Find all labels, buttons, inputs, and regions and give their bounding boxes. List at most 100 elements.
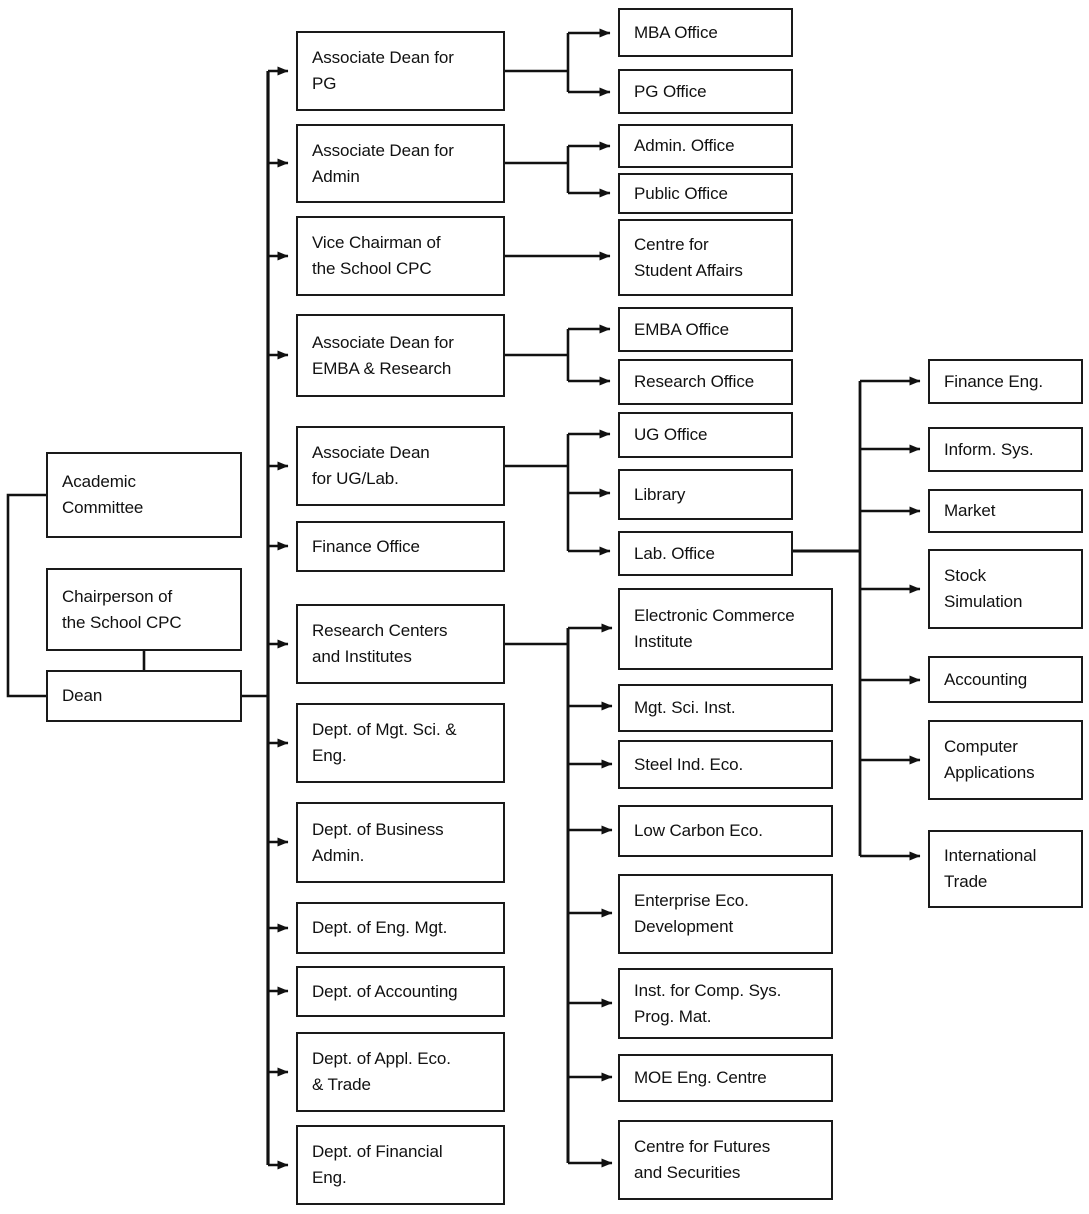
node-label-line: Finance Eng.: [944, 371, 1043, 391]
node-label-line: Associate Dean for: [312, 48, 454, 67]
node-label-line: Simulation: [944, 592, 1023, 611]
node-label-line: Accounting: [944, 669, 1028, 689]
node-label-line: Dept. of Eng. Mgt.: [312, 918, 448, 937]
node-accounting[interactable]: Accounting: [928, 656, 1083, 703]
node-label-line: Steel Ind. Eco.: [634, 754, 744, 774]
node-label-line: Institute: [634, 632, 693, 651]
node-label-line: Research Office: [634, 372, 755, 391]
node-label-line: Admin. Office: [634, 136, 735, 155]
node-label-line: Inst. for Comp. Sys.: [634, 980, 782, 1000]
node-label-line: Committee: [62, 498, 144, 517]
node-inform-sys[interactable]: Inform. Sys.: [928, 427, 1083, 472]
node-admin-office[interactable]: Admin. Office: [618, 124, 793, 168]
node-label-line: Market: [944, 501, 996, 520]
node-label-line: Lab. Office: [634, 543, 715, 563]
node-label-line: Dept. of Financial: [312, 1142, 443, 1161]
node-label-line: Dept. of Appl. Eco.: [312, 1049, 451, 1068]
node-low-carbon-eco[interactable]: Low Carbon Eco.: [618, 805, 833, 857]
node-label-line: & Trade: [312, 1075, 371, 1094]
node-label-line: Dept. of Mgt. Sci. &: [312, 720, 457, 739]
node-chairperson-school-cpc[interactable]: Chairperson of the School CPC: [46, 568, 242, 651]
node-pg-office[interactable]: PG Office: [618, 69, 793, 114]
node-label-line: EMBA Office: [634, 319, 729, 339]
node-label-line: Centre for Futures: [634, 1137, 771, 1156]
node-centre-for-futures-and-securities[interactable]: Centre for Futures and Securities: [618, 1120, 833, 1200]
node-label-line: Academic: [62, 472, 136, 491]
node-label-line: Centre for: [634, 234, 709, 254]
node-dept-eng-mgt[interactable]: Dept. of Eng. Mgt.: [296, 902, 505, 954]
node-label-line: Library: [634, 484, 686, 504]
node-label-line: Research Centers: [312, 621, 448, 640]
node-label-line: Eng.: [312, 1168, 347, 1187]
node-label-line: Vice Chairman of: [312, 233, 441, 252]
node-mgt-sci-inst[interactable]: Mgt. Sci. Inst.: [618, 684, 833, 732]
node-inst-for-comp-sys-prog-mat[interactable]: Inst. for Comp. Sys. Prog. Mat.: [618, 968, 833, 1039]
node-lab-office[interactable]: Lab. Office: [618, 531, 793, 576]
node-label-line: and Institutes: [312, 647, 412, 666]
node-associate-dean-ug-lab[interactable]: Associate Dean for UG/Lab.: [296, 426, 505, 506]
node-label-line: EMBA & Research: [312, 358, 452, 378]
node-label-line: Associate Dean for: [312, 332, 454, 352]
node-finance-eng[interactable]: Finance Eng.: [928, 359, 1083, 404]
node-label-line: Eng.: [312, 746, 347, 765]
node-label-line: Applications: [944, 763, 1035, 782]
node-label-line: Dean: [62, 686, 103, 705]
node-ug-office[interactable]: UG Office: [618, 412, 793, 458]
node-dept-accounting[interactable]: Dept. of Accounting: [296, 966, 505, 1017]
node-vice-chairman-school-cpc[interactable]: Vice Chairman of the School CPC: [296, 216, 505, 296]
node-library[interactable]: Library: [618, 469, 793, 520]
node-label-line: Admin: [312, 166, 360, 186]
node-label-line: Finance Office: [312, 536, 420, 556]
node-label-line: the School CPC: [62, 612, 182, 632]
node-label-line: Dept. of Accounting: [312, 981, 458, 1001]
node-label-line: PG: [312, 74, 337, 93]
node-label-line: Public Office: [634, 183, 728, 203]
node-label-line: International: [944, 846, 1037, 865]
node-label-line: Prog. Mat.: [634, 1006, 712, 1026]
node-label-line: Low Carbon Eco.: [634, 821, 763, 840]
node-label-line: Computer: [944, 737, 1018, 756]
node-research-office[interactable]: Research Office: [618, 359, 793, 405]
node-moe-eng-centre[interactable]: MOE Eng. Centre: [618, 1054, 833, 1102]
node-label-line: the School CPC: [312, 259, 432, 278]
node-dept-appl-eco-trade[interactable]: Dept. of Appl. Eco. & Trade: [296, 1032, 505, 1112]
node-label-line: Dept. of Business: [312, 819, 444, 839]
edge-academic-committee-to-dean: [6, 493, 46, 698]
node-label-line: Associate Dean: [312, 443, 430, 462]
node-dean[interactable]: Dean: [46, 670, 242, 722]
node-label-line: UG Office: [634, 425, 708, 444]
node-label-line: Student Affairs: [634, 260, 743, 280]
node-label-line: MOE Eng. Centre: [634, 1068, 767, 1087]
node-label-line: Admin.: [312, 845, 365, 865]
node-label-line: and Securities: [634, 1163, 741, 1182]
node-label-line: Electronic Commerce: [634, 606, 795, 625]
node-label-line: Chairperson of: [62, 586, 173, 606]
node-label-line: Stock: [944, 566, 987, 585]
node-label-line: Inform. Sys.: [944, 439, 1034, 459]
node-finance-office[interactable]: Finance Office: [296, 521, 505, 572]
node-label-line: Trade: [944, 872, 988, 891]
node-steel-ind-eco[interactable]: Steel Ind. Eco.: [618, 740, 833, 789]
node-market[interactable]: Market: [928, 489, 1083, 533]
node-enterprise-eco-development[interactable]: Enterprise Eco.Development: [618, 874, 833, 954]
node-research-centers-institutes[interactable]: Research Centers and Institutes: [296, 604, 505, 684]
node-public-office[interactable]: Public Office: [618, 173, 793, 214]
node-emba-office[interactable]: EMBA Office: [618, 307, 793, 352]
node-label-line: for UG/Lab.: [312, 469, 399, 488]
node-label-line: MBA Office: [634, 22, 718, 42]
node-dept-mgt-sci-eng[interactable]: Dept. of Mgt. Sci. & Eng.: [296, 703, 505, 783]
node-mba-office[interactable]: MBA Office: [618, 8, 793, 57]
node-label-line: Mgt. Sci. Inst.: [634, 698, 736, 717]
